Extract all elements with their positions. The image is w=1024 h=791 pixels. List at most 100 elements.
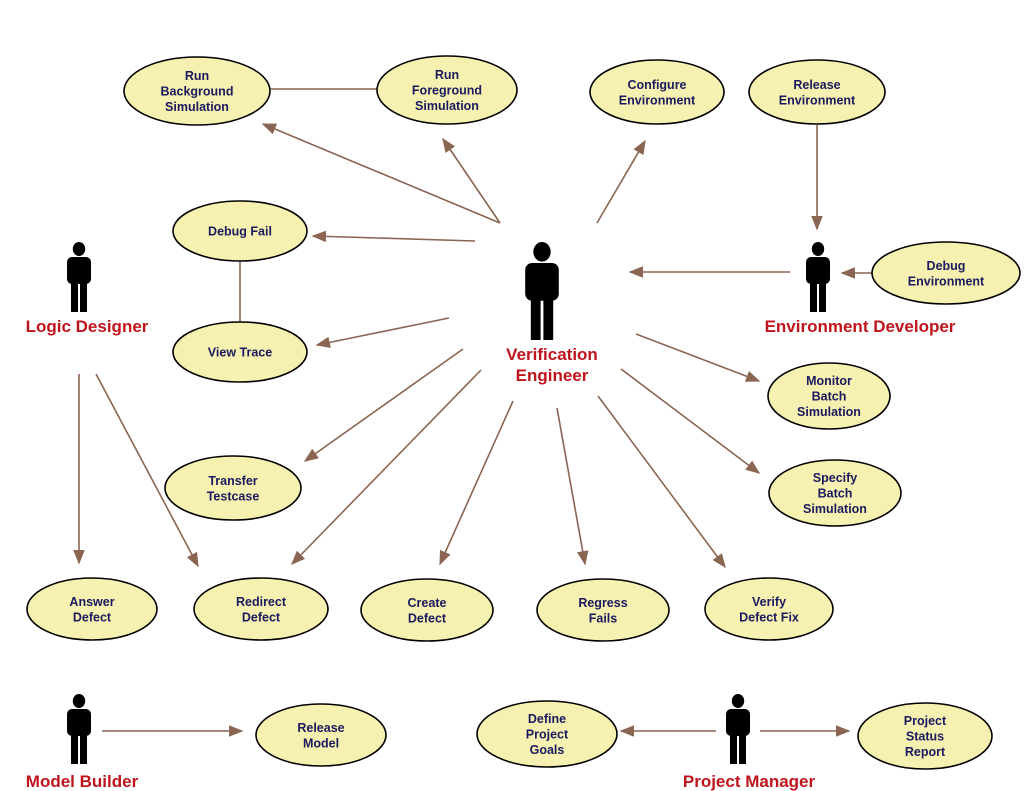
person-icon	[67, 694, 91, 764]
person-icon	[806, 242, 830, 312]
use-case-label: Batch	[812, 390, 847, 404]
connector-logic-designer-to-redirect-defect	[95, 373, 199, 568]
use-case-label: Batch	[818, 487, 853, 501]
use-case-label: Fails	[589, 611, 618, 625]
use-case-label: Report	[905, 745, 946, 759]
use-case-view-trace[interactable]: View Trace	[172, 321, 308, 383]
use-case-label: Model	[303, 736, 339, 750]
use-case-label: Release	[793, 78, 840, 92]
use-case-ellipse	[123, 56, 271, 126]
use-case-label: Create	[408, 596, 447, 610]
use-case-label: Configure	[627, 78, 686, 92]
use-case-label: Simulation	[415, 99, 479, 113]
use-case-label: Release	[297, 721, 344, 735]
actor-label: Engineer	[516, 366, 589, 385]
person-icon	[67, 242, 91, 312]
use-case-ellipse	[26, 577, 158, 641]
use-case-label: View Trace	[208, 346, 272, 360]
use-case-ellipse	[172, 321, 308, 383]
connector-verification-engineer-to-configure-environment	[596, 139, 646, 224]
use-case-label: Simulation	[165, 100, 229, 114]
actor-logic-designer[interactable]: Logic Designer	[26, 242, 149, 336]
use-case-label: Defect Fix	[739, 610, 799, 624]
use-case-label: Defect	[242, 610, 281, 624]
use-case-label: Verify	[752, 595, 786, 609]
connector-verification-engineer-to-debug-fail	[311, 230, 476, 243]
connector-verification-engineer-to-transfer-testcase	[303, 348, 464, 462]
use-case-label: Background	[161, 85, 234, 99]
use-case-debug-fail[interactable]: Debug Fail	[172, 200, 308, 262]
use-case-label: Environment	[779, 93, 856, 107]
use-case-label: Defect	[73, 610, 112, 624]
use-case-label: Goals	[530, 743, 565, 757]
use-case-label: Project	[526, 728, 569, 742]
connector-verification-engineer-to-specify-batch-simulation	[620, 368, 761, 474]
use-case-ellipse	[871, 241, 1021, 305]
connector-verification-engineer-to-create-defect	[439, 400, 514, 566]
actor-label: Project Manager	[683, 772, 816, 791]
use-case-label: Environment	[619, 93, 696, 107]
actor-label: Logic Designer	[26, 317, 149, 336]
actor-project-manager[interactable]: Project Manager	[683, 694, 816, 791]
use-case-ellipse	[704, 577, 834, 641]
connector-verification-engineer-to-run-background-simulation	[261, 123, 501, 224]
connector-verification-engineer-to-monitor-batch-simulation	[635, 333, 761, 382]
use-case-ellipse	[536, 578, 670, 642]
use-case-label: Specify	[813, 471, 858, 485]
use-case-label: Simulation	[797, 405, 861, 419]
use-case-label: Define	[528, 712, 566, 726]
use-case-label: Redirect	[236, 595, 287, 609]
use-case-label: Debug Fail	[208, 225, 272, 239]
use-case-label: Foreground	[412, 84, 482, 98]
use-case-ellipse	[768, 459, 902, 527]
use-case-label: Answer	[69, 595, 114, 609]
person-icon	[726, 694, 750, 764]
use-cases-layer: RunBackgroundSimulationRunForegroundSimu…	[26, 55, 1021, 770]
use-case-ellipse	[193, 577, 329, 641]
connector-verification-engineer-to-redirect-defect	[290, 369, 482, 566]
use-case-ellipse	[172, 200, 308, 262]
use-case-ellipse	[589, 59, 725, 125]
actor-label: Environment Developer	[765, 317, 956, 336]
use-case-ellipse	[767, 362, 891, 430]
connector-verification-engineer-to-view-trace	[315, 317, 450, 349]
use-case-label: Simulation	[803, 502, 867, 516]
relations-layer	[73, 88, 872, 737]
connector-verification-engineer-to-regress-fails	[556, 407, 589, 566]
connector-verification-engineer-to-verify-defect-fix	[597, 395, 726, 569]
actor-environment-developer[interactable]: Environment Developer	[765, 242, 956, 336]
use-case-ellipse	[376, 55, 518, 125]
use-case-ellipse	[164, 455, 302, 521]
use-case-label: Status	[906, 730, 944, 744]
use-case-label: Defect	[408, 611, 447, 625]
actor-model-builder[interactable]: Model Builder	[26, 694, 139, 791]
use-case-label: Transfer	[208, 474, 257, 488]
use-case-label: Run	[435, 68, 459, 82]
use-case-label: Regress	[578, 596, 627, 610]
actor-label: Model Builder	[26, 772, 139, 791]
use-case-label: Testcase	[207, 489, 260, 503]
use-case-ellipse	[360, 578, 494, 642]
use-case-label: Run	[185, 69, 209, 83]
use-case-ellipse	[476, 700, 618, 768]
use-case-label: Project	[904, 714, 947, 728]
use-case-label: Environment	[908, 274, 985, 288]
